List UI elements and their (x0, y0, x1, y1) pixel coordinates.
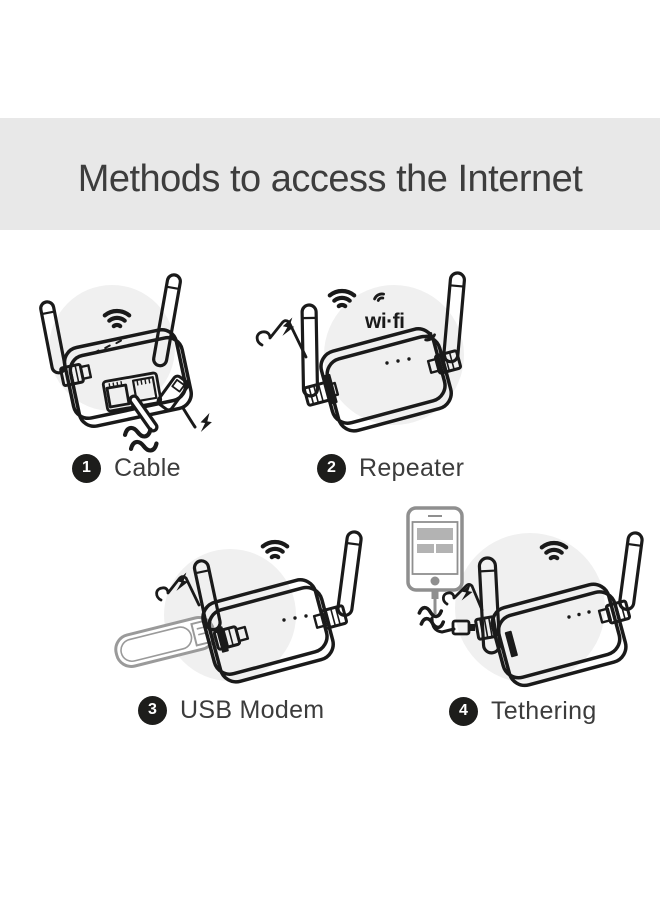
collar-left (59, 362, 93, 388)
wifi-logo-text: wi·fi (364, 310, 405, 333)
collar-left (474, 615, 498, 641)
led-dots (92, 339, 122, 354)
water-squiggle-icon (122, 425, 159, 453)
method-label-text: USB Modem (180, 695, 325, 724)
antenna-right-icon (152, 273, 182, 368)
antenna-left-icon (300, 303, 320, 398)
method-label-repeater: 2 Repeater (317, 453, 464, 483)
wifi-signal-icon (260, 539, 290, 560)
method-number-badge: 2 (317, 453, 346, 483)
ethernet-cable-icon (128, 394, 159, 433)
method-label-text: Cable (114, 453, 181, 482)
lightning-icon (461, 583, 473, 601)
smartphone-icon (406, 506, 464, 599)
antenna-left-icon (477, 556, 502, 655)
antenna-right-icon (336, 530, 363, 617)
power-cable-icon (441, 583, 484, 612)
wifi-signal-icon (539, 540, 569, 561)
led-dots (385, 357, 411, 365)
power-cable-icon (255, 319, 308, 359)
wifi-signal-icon (102, 308, 132, 329)
method-label-cable: 1 Cable (72, 453, 181, 483)
method-label-usb-modem: 3 USB Modem (138, 695, 324, 725)
led-dots (567, 610, 591, 619)
antenna-left-icon (192, 559, 222, 632)
page-title: Methods to access the Internet (77, 157, 583, 200)
method-label-text: Repeater (359, 453, 465, 482)
method-number-badge: 4 (449, 696, 478, 726)
lightning-icon (282, 317, 295, 336)
lightning-icon (176, 572, 189, 591)
illustration-usb-modem (114, 530, 363, 684)
method-number-badge: 1 (72, 453, 101, 483)
illustration-cable (39, 273, 212, 453)
illustration-tethering (406, 506, 644, 688)
usb-power-cable-icon (156, 374, 197, 429)
wifi-signal-icon (327, 288, 357, 309)
antenna-right-icon (442, 271, 466, 364)
illustration-repeater: wi·fi (255, 271, 466, 433)
method-label-text: Tethering (491, 696, 597, 725)
antenna-left-icon (39, 300, 67, 375)
method-number-badge: 3 (138, 695, 167, 725)
squiggle-icon (417, 605, 446, 630)
title-banner: Methods to access the Internet (0, 118, 660, 230)
collar-left (212, 625, 250, 651)
led-dots (282, 614, 308, 622)
method-label-tethering: 4 Tethering (449, 696, 597, 726)
background-circle (324, 285, 464, 425)
lightning-icon (200, 413, 212, 433)
collar-left (302, 381, 340, 407)
antenna-right-icon (618, 531, 644, 611)
